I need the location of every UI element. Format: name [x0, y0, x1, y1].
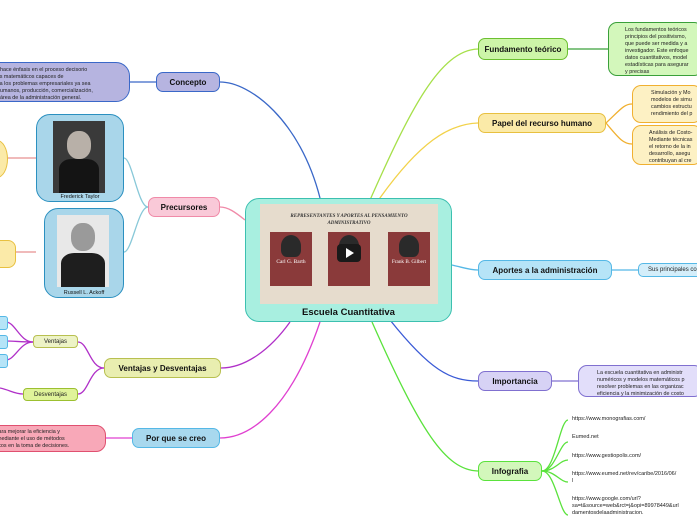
link-concepto — [219, 81, 321, 199]
ackoff-caption: Russell L. Ackoff — [63, 290, 105, 296]
desventajas-node[interactable]: Desventajas — [23, 388, 78, 401]
video-thumbnail[interactable]: REPRESENTANTES Y APORTES AL PENSAMIENTO … — [260, 204, 438, 304]
infografia-link-5[interactable]: https://www.google.com/url? sa=t&source=… — [572, 496, 679, 516]
video-header: REPRESENTANTES Y APORTES AL PENSAMIENTO … — [290, 214, 408, 226]
papel-node[interactable]: Papel del recurso humano — [478, 113, 606, 133]
link-porque — [219, 321, 321, 439]
aportes-node[interactable]: Aportes a la administración — [478, 260, 612, 280]
ventajas-leaf-3 — [0, 354, 8, 368]
por-que-text: ...para mejorar la eficiencia y ... medi… — [0, 425, 106, 452]
taylor-photo — [53, 121, 105, 193]
infografia-link-1[interactable]: https://www.monografias.com/ — [572, 416, 646, 422]
fundamento-node[interactable]: Fundamento teórico — [478, 38, 568, 60]
ventajas-node[interactable]: Ventajas — [33, 335, 78, 348]
precursores-node[interactable]: Precursores — [148, 197, 220, 217]
papel-item-2: Análisis de Costo- Mediante técnicas el … — [632, 125, 697, 165]
link-papel — [374, 122, 479, 206]
link-ventajas — [220, 321, 291, 369]
taylor-caption: Frederick Taylor — [60, 194, 100, 200]
central-title: Escuela Cuantitativa — [302, 307, 395, 318]
video-card-1: Carl G. Barth — [270, 232, 312, 286]
papel-item-1: Simulación y Mo modelos de simu cambios … — [632, 85, 697, 123]
infografia-node[interactable]: Infografia — [478, 461, 542, 481]
ackoff-photo — [57, 215, 109, 287]
infografia-link-3[interactable]: https://www.gestiopolis.com/ — [572, 453, 642, 459]
video-card-3: Frank B. Gilbert — [388, 232, 430, 286]
aportes-text: Sus principales co — [638, 263, 697, 277]
link-precursores — [219, 206, 246, 221]
fundamento-text: Los fundamentos teóricos principios del … — [608, 22, 697, 76]
importancia-text: La escuela cuantitativa en administr num… — [578, 365, 697, 397]
concepto-text: ...e hace énfasis en el proceso decisori… — [0, 62, 130, 102]
play-icon[interactable] — [337, 244, 361, 262]
por-que-node[interactable]: Por que se creo — [132, 428, 220, 448]
video-card-1-name: Carl G. Barth — [276, 259, 306, 265]
link-infografia — [371, 321, 479, 472]
ventajas-leaf-2 — [0, 335, 8, 349]
link-importancia — [389, 319, 479, 382]
link-fundamento — [369, 48, 479, 201]
ackoff-side-bubble — [0, 240, 16, 268]
infografia-link-4[interactable]: https://www.eumed.net/rev/caribe/2016/06… — [572, 471, 677, 484]
ventajas-leaf-1 — [0, 316, 8, 330]
precursor-card-taylor[interactable]: Frederick Taylor — [36, 114, 124, 202]
infografia-link-2[interactable]: Eumed.net — [572, 434, 599, 440]
importancia-node[interactable]: Importancia — [478, 371, 552, 391]
central-node[interactable]: REPRESENTANTES Y APORTES AL PENSAMIENTO … — [245, 198, 452, 322]
precursor-card-ackoff[interactable]: Russell L. Ackoff — [44, 208, 124, 298]
ventajas-desventajas-node[interactable]: Ventajas y Desventajas — [104, 358, 221, 378]
link-aportes — [451, 264, 479, 271]
concepto-node[interactable]: Concepto — [156, 72, 220, 92]
video-card-3-name: Frank B. Gilbert — [391, 259, 427, 265]
